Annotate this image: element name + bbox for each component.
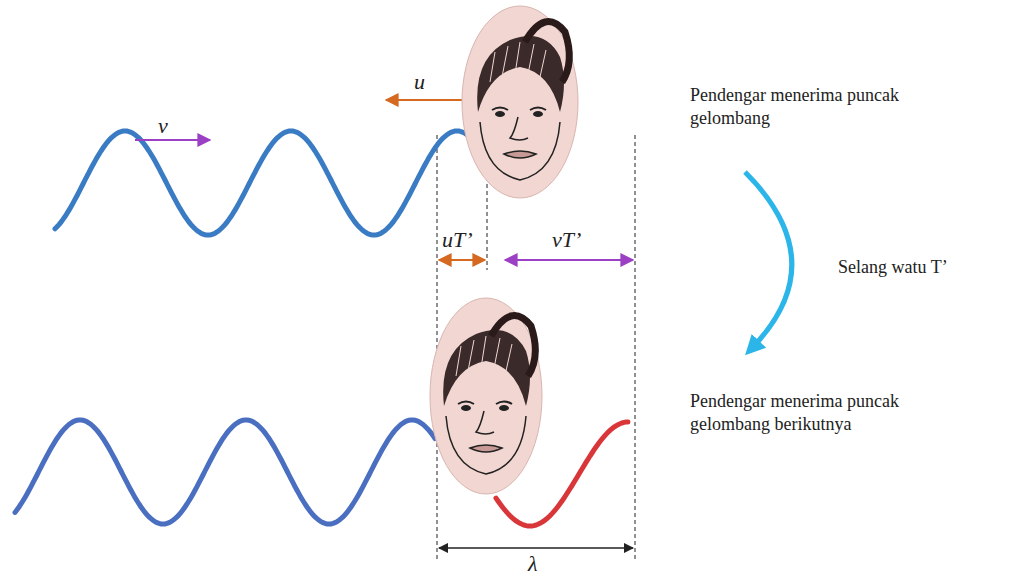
wave-top <box>55 131 475 235</box>
dimension-arrow <box>439 259 485 261</box>
dimension-arrow <box>505 259 633 261</box>
dimension-label: uT’ <box>442 226 473 254</box>
dimension-label: vT’ <box>552 226 581 254</box>
guide-line <box>635 135 636 560</box>
velocity-label: v <box>158 112 168 140</box>
time-interval-label: Selang watu T’ <box>838 256 1008 279</box>
wave-bottom <box>15 420 435 524</box>
dimension-arrow <box>439 547 633 549</box>
listener-face <box>462 6 578 198</box>
listener-velocity-arrow <box>386 99 462 101</box>
velocity-label: u <box>414 68 425 96</box>
step-note: Pendengar menerima puncak gelombang beri… <box>690 390 980 435</box>
wave-velocity-arrow <box>135 139 210 141</box>
dimension-label: λ <box>528 550 538 578</box>
step-note: Pendengar menerima puncak gelombang <box>690 84 900 129</box>
time-arrow <box>745 172 792 348</box>
listener-face <box>430 298 542 494</box>
